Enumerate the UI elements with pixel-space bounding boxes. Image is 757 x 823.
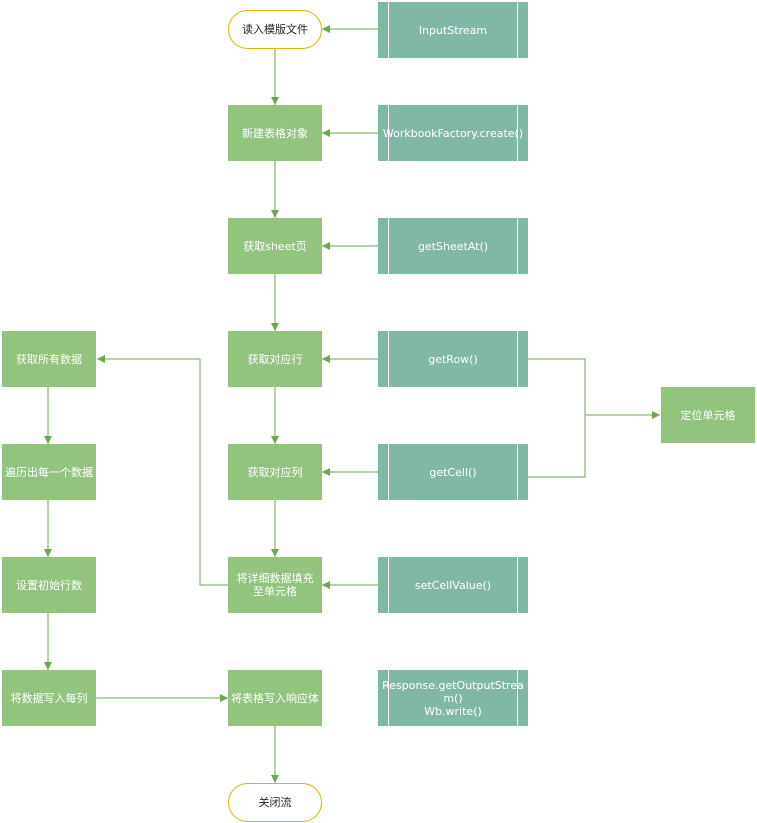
- method-workbook-create: WorkbookFactory.create(): [378, 105, 528, 161]
- write-columns-step: 将数据写入每列: [2, 670, 96, 726]
- method-get-cell-label: getCell(): [429, 465, 477, 479]
- write-columns-label: 将数据写入每列: [10, 691, 88, 705]
- method-response-line2: m(): [443, 691, 463, 705]
- get-col-label: 获取对应列: [247, 465, 303, 479]
- get-row-step: 获取对应行: [228, 331, 322, 387]
- method-get-row: getRow(): [378, 331, 528, 387]
- iterate-data-step: 遍历出每一个数据: [2, 444, 96, 500]
- method-response-write: Response.getOutputStrea m() Wb.write(): [378, 670, 528, 726]
- get-all-data-step: 获取所有数据: [2, 331, 96, 387]
- method-get-row-label: getRow(): [428, 352, 478, 366]
- method-get-cell: getCell(): [378, 444, 528, 500]
- start-label: 读入模版文件: [242, 23, 308, 36]
- method-set-cell-value-label: setCellValue(): [414, 578, 492, 592]
- start-terminal: 读入模版文件: [228, 10, 322, 49]
- fill-cell-step: 将详细数据填充至单元格: [228, 557, 322, 613]
- get-all-data-label: 获取所有数据: [16, 352, 82, 366]
- method-inputstream: InputStream: [378, 2, 528, 58]
- method-workbook-create-label: WorkbookFactory.create(): [382, 126, 524, 140]
- locate-cell-label: 定位单元格: [680, 408, 736, 422]
- edge-getrow-to-locate: [510, 358, 586, 415]
- method-response-line3: Wb.write(): [424, 704, 482, 718]
- get-row-label: 获取对应行: [247, 352, 303, 366]
- close-terminal: 关闭流: [228, 783, 322, 822]
- close-label: 关闭流: [258, 796, 292, 809]
- new-table-step: 新建表格对象: [228, 105, 322, 161]
- fill-cell-label: 将详细数据填充至单元格: [236, 572, 314, 598]
- set-initial-row-step: 设置初始行数: [2, 557, 96, 613]
- edge-fill-to-getall: [97, 355, 228, 586]
- write-response-step: 将表格写入响应体: [228, 670, 322, 726]
- method-set-cell-value: setCellValue(): [378, 557, 528, 613]
- get-sheet-step: 获取sheet页: [228, 218, 322, 274]
- method-get-sheet-at-label: getSheetAt(): [417, 239, 489, 253]
- iterate-data-label: 遍历出每一个数据: [5, 465, 93, 479]
- method-get-sheet-at: getSheetAt(): [378, 218, 528, 274]
- write-response-label: 将表格写入响应体: [231, 691, 319, 705]
- edge-getcell-to-locate: [510, 415, 586, 478]
- method-inputstream-label: InputStream: [418, 23, 488, 37]
- set-initial-row-label: 设置初始行数: [16, 578, 82, 592]
- method-response-line1: Response.getOutputStrea: [382, 678, 524, 692]
- get-sheet-label: 获取sheet页: [243, 239, 307, 253]
- new-table-label: 新建表格对象: [242, 126, 308, 140]
- get-col-step: 获取对应列: [228, 444, 322, 500]
- locate-cell-step: 定位单元格: [661, 387, 755, 443]
